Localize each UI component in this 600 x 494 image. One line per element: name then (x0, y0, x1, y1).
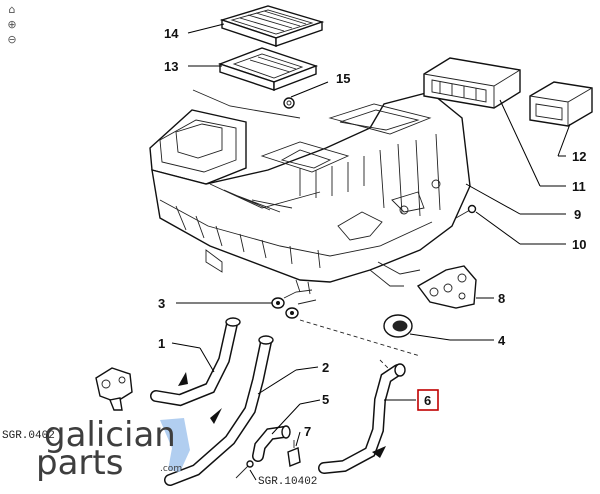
part-6-hose (318, 363, 406, 474)
leader-5b (271, 403, 301, 435)
leader-1b (199, 347, 215, 373)
callout-11[interactable]: 11 (572, 179, 586, 194)
callout-6[interactable]: 6 (424, 393, 431, 408)
home-icon[interactable]: ⌂ (8, 3, 16, 16)
watermark-line2: parts (36, 443, 123, 483)
guide-line (192, 89, 301, 119)
part-10-screw (455, 204, 477, 219)
watermark-suffix: .com (160, 464, 182, 474)
callout-5[interactable]: 5 (322, 392, 329, 407)
part-5-hose (252, 425, 291, 462)
callout-13[interactable]: 13 (164, 59, 178, 74)
callout-8[interactable]: 8 (498, 291, 505, 306)
callout-14[interactable]: 14 (164, 26, 179, 41)
zoom-out-icon[interactable]: ⊖ (7, 33, 17, 46)
leader-9 (465, 183, 521, 215)
leader-ref-bottom (249, 469, 257, 481)
water-valve (95, 367, 133, 411)
part-8-bracket (416, 265, 477, 309)
part-12-vent (529, 81, 593, 127)
callout-10[interactable]: 10 (572, 237, 586, 252)
callout-15[interactable]: 15 (336, 71, 350, 86)
leader-10 (475, 211, 521, 245)
part-11-vent (423, 57, 521, 109)
sgr-reference-left: SGR.0402 (2, 430, 55, 442)
callout-9[interactable]: 9 (574, 207, 581, 222)
part-1-hose (150, 317, 241, 407)
callout-2[interactable]: 2 (322, 360, 329, 375)
part-3-seals (271, 289, 317, 319)
leader-15 (290, 81, 329, 98)
watermark-accent-shape (160, 418, 190, 472)
leader-2 (295, 366, 319, 371)
callout-7[interactable]: 7 (304, 424, 311, 439)
leader-12 (557, 123, 571, 157)
leader-5 (299, 399, 321, 405)
galicianparts-watermark-logo: galician parts .com (36, 415, 190, 483)
callout-6-highlight-box (417, 389, 439, 411)
part-2-hose (164, 335, 274, 486)
leader-14 (187, 23, 225, 34)
callout-1[interactable]: 1 (158, 336, 165, 351)
leader-1 (171, 342, 201, 349)
leader-11 (499, 99, 541, 187)
part-14-filter (219, 5, 325, 47)
callout-4[interactable]: 4 (498, 333, 506, 348)
leader-2b (257, 369, 297, 395)
watermark-line1: galician (44, 415, 176, 455)
part-13-frame (217, 47, 319, 92)
part-15-clip (283, 97, 295, 109)
leader-7 (295, 431, 301, 447)
callout-12[interactable]: 12 (572, 149, 586, 164)
sgr-reference-bottom: SGR.10402 (258, 476, 317, 488)
flow-arrow-1 (178, 372, 188, 386)
flow-arrow-6 (372, 446, 386, 458)
part-4-grommet (383, 314, 413, 338)
bottom-screw (235, 460, 254, 479)
leader-4 (409, 333, 451, 341)
part-7-clip (287, 440, 301, 467)
heater-housing (149, 91, 471, 295)
callout-3[interactable]: 3 (158, 296, 165, 311)
flow-arrow-2 (210, 408, 222, 424)
zoom-in-icon[interactable]: ⊕ (7, 18, 17, 31)
